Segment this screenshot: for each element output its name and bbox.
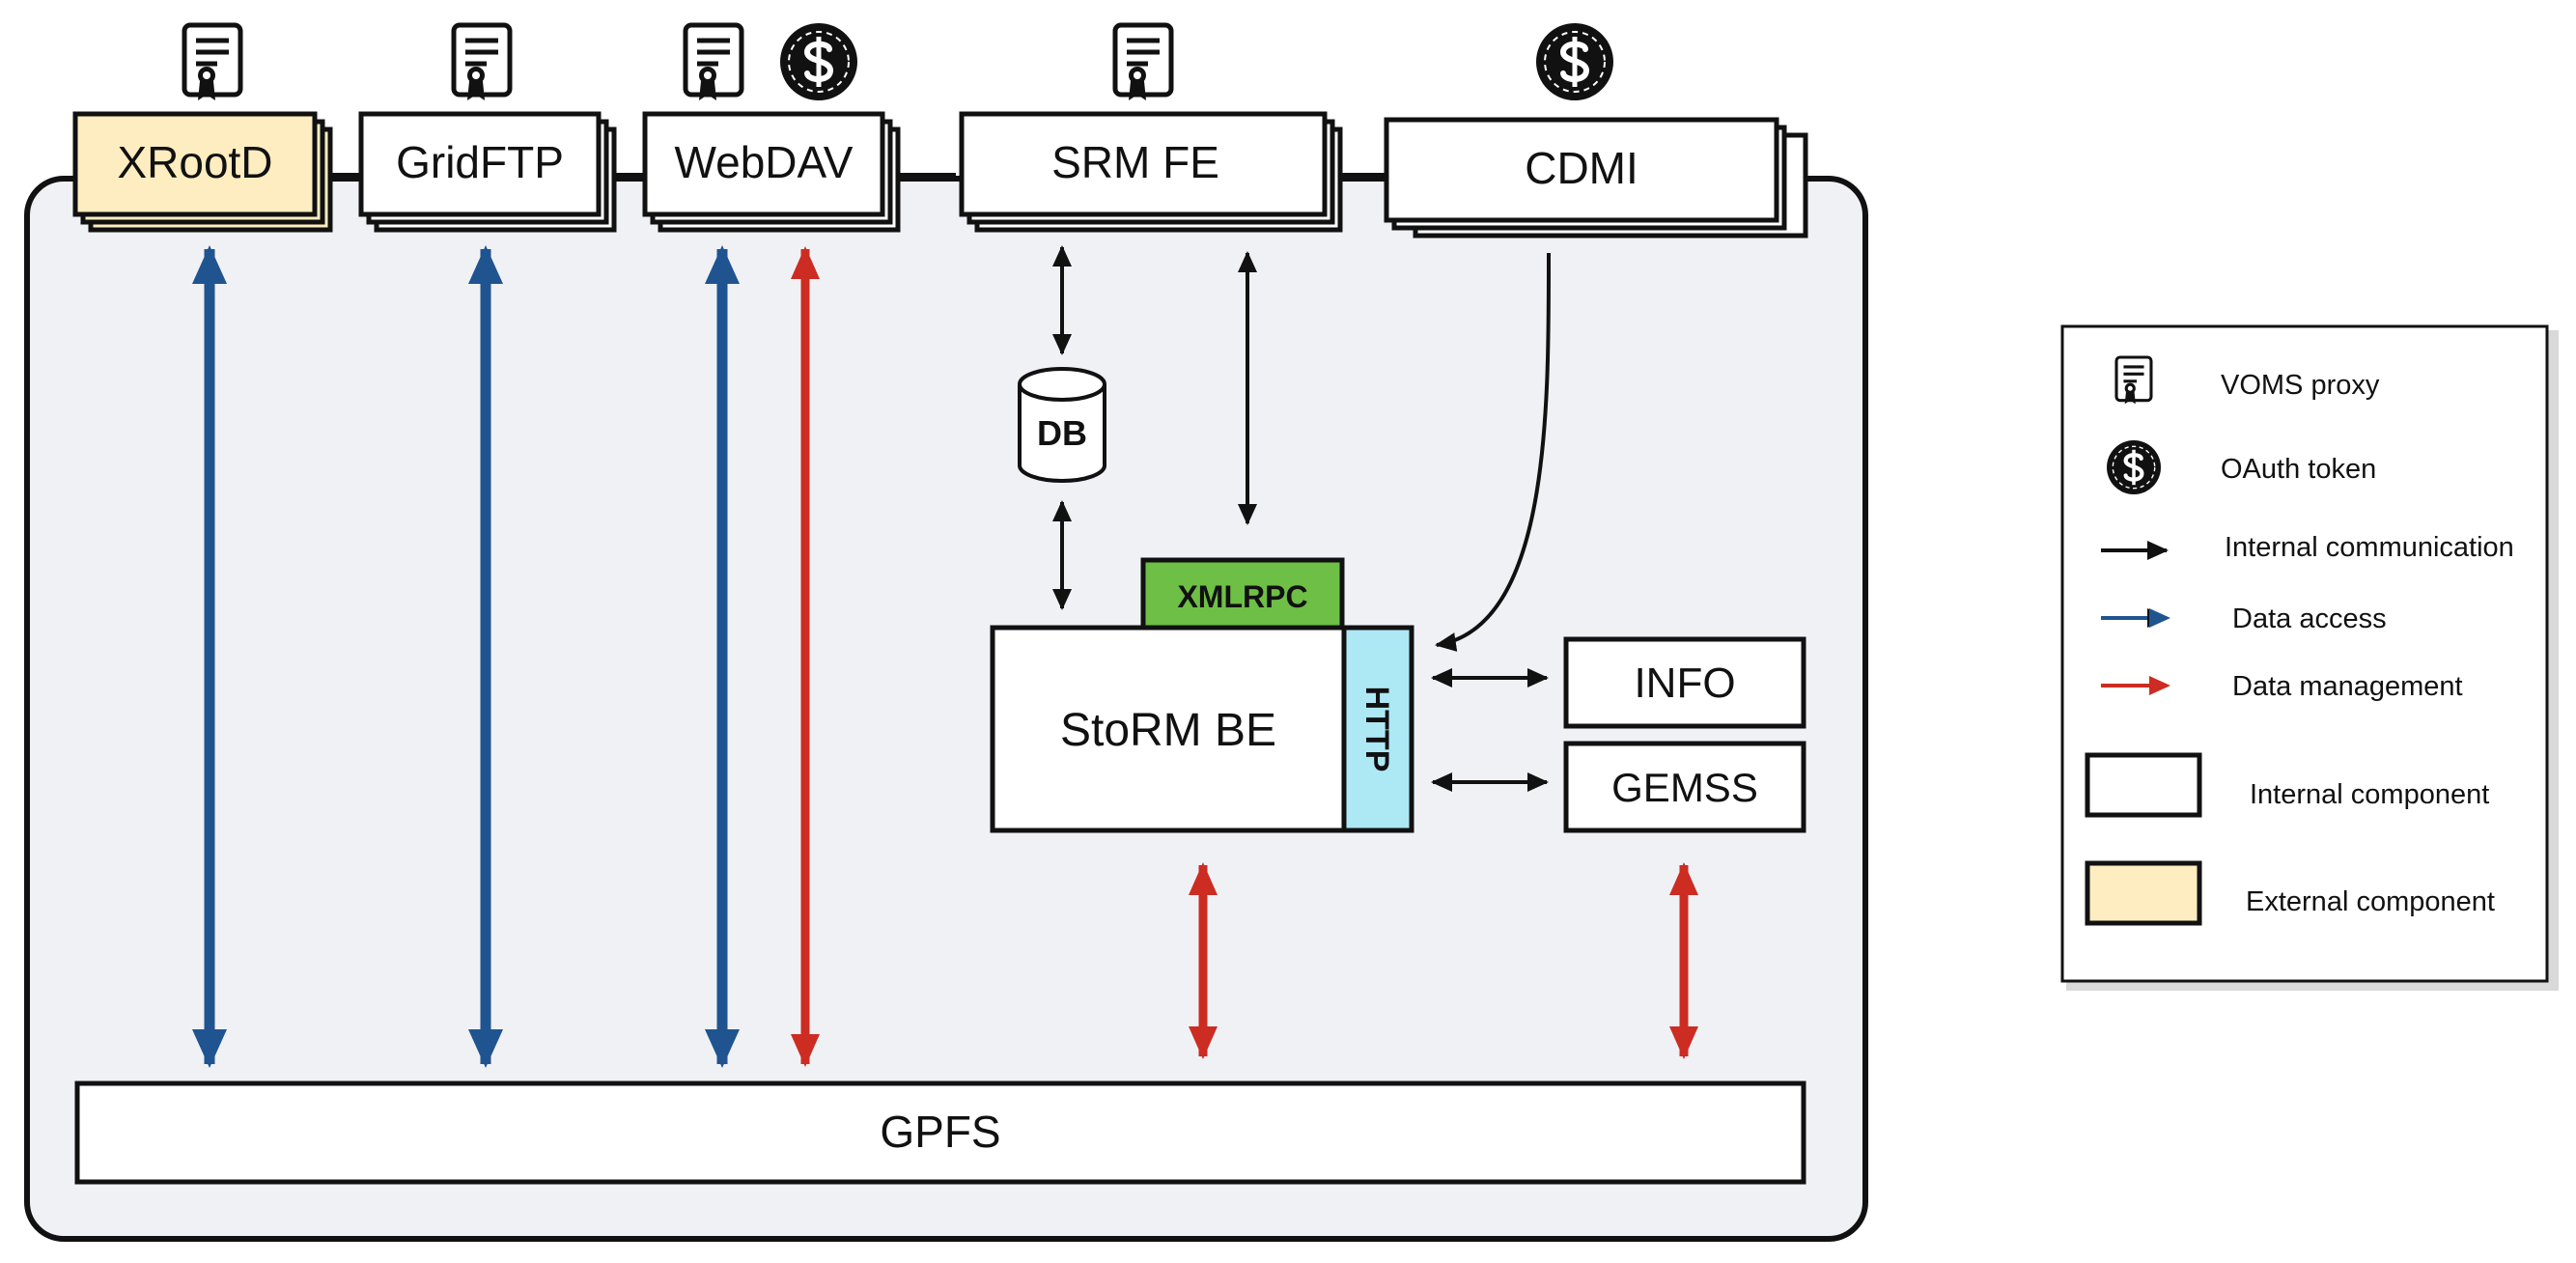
legend-internal-component: Internal component [2085,752,2489,818]
storm-be-label: StoRM BE [1060,705,1276,756]
legend-external-component: External component [2085,860,2495,926]
xrootd-component[interactable]: XRootD [72,111,333,233]
gpfs-component[interactable]: GPFS [74,1081,1806,1185]
srm-fe-voms-proxy-icon [1115,25,1171,100]
xrootd-label: XRootD [117,137,272,187]
db-label: DB [1037,413,1087,453]
webdav-component[interactable]: WebDAV [642,111,901,233]
srm-fe-label: SRM FE [1051,137,1219,187]
srm-fe-component[interactable]: SRM FE [959,111,1343,233]
legend-oauth-token-icon [2107,440,2161,494]
http-label: HTTP [1358,687,1395,772]
legend: VOMS proxy OAuth token Internal communic… [2060,324,2559,991]
legend-voms-proxy-label: VOMS proxy [2221,370,2380,401]
legend-oauth-token-label: OAuth token [2221,454,2376,485]
gemss-component[interactable]: GEMSS [1563,741,1806,833]
data-access-arrows [192,245,740,1068]
legend-data-management: Data management [2101,671,2463,702]
legend-external-component-swatch [2085,860,2202,926]
legend-voms-proxy-icon [2114,355,2153,406]
legend-internal-component-label: Internal component [2250,779,2489,810]
info-label: INFO [1634,660,1735,707]
legend-data-access-arrowhead [2149,608,2170,628]
xmlrpc-label: XMLRPC [1177,579,1307,614]
legend-internal-communication-label: Internal communication [2225,532,2514,563]
data-management-arrows [791,246,1698,1067]
internal-communication-arrows [1052,245,1552,792]
info-component[interactable]: INFO [1563,636,1806,729]
legend-data-management-label: Data management [2232,671,2463,702]
db-component[interactable]: DB [1018,367,1106,483]
legend-external-component-label: External component [2246,886,2495,917]
xrootd-voms-proxy-icon [184,25,240,100]
gridftp-voms-proxy-icon [454,25,510,100]
http-interface[interactable]: HTTP [1341,625,1414,833]
legend-internal-communication: Internal communication [2101,532,2514,563]
webdav-label: WebDAV [675,137,854,187]
legend-voms-proxy: VOMS proxy [2114,355,2380,406]
cdmi-http-arrow [1435,252,1552,652]
webdav-voms-proxy-icon [686,25,742,100]
gemss-label: GEMSS [1611,765,1758,810]
gridftp-label: GridFTP [396,137,564,187]
cdmi-label: CDMI [1525,143,1638,193]
gridftp-component[interactable]: GridFTP [358,111,617,233]
cdmi-component[interactable]: CDMI [1384,117,1808,239]
xmlrpc-interface[interactable]: XMLRPC [1140,557,1345,631]
cdmi-oauth-token-icon [1536,23,1613,100]
webdav-oauth-token-icon [780,23,857,100]
legend-internal-component-swatch [2085,752,2202,818]
legend-data-access-label: Data access [2232,603,2387,634]
gpfs-label: GPFS [880,1107,1000,1157]
storm-be-component[interactable]: StoRM BE [990,625,1347,833]
legend-data-access: Data access [2101,603,2387,634]
legend-oauth-token: OAuth token [2107,440,2376,494]
